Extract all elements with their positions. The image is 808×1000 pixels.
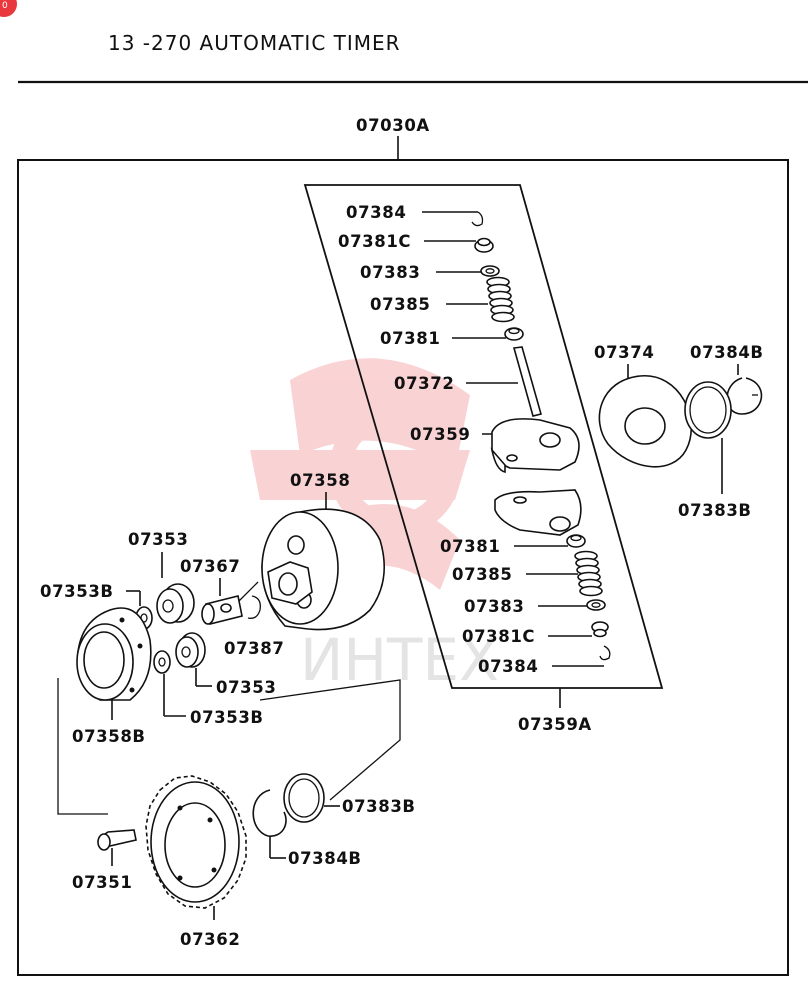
timer-small-parts: 07353 07367 07353B 07387 07353 07353B [40, 530, 284, 727]
label-07381C-bot: 07381C [462, 627, 535, 646]
page-title: 13 -270 AUTOMATIC TIMER [108, 31, 401, 55]
label-07384-top: 07384 [346, 203, 406, 222]
label-07374: 07374 [594, 343, 654, 362]
label-07383-top: 07383 [360, 263, 420, 282]
clip-07387 [247, 595, 261, 619]
label-07353B-left: 07353B [40, 582, 114, 601]
label-07383-bot: 07383 [464, 597, 524, 616]
label-07383B-right: 07383B [678, 501, 752, 520]
label-07381-bot: 07381 [440, 537, 500, 556]
governor-subassembly-frame [303, 184, 664, 689]
top-spring-stack: 07384 07381C 07383 07385 07381 07372 [338, 203, 542, 417]
label-07385-top: 07385 [370, 295, 430, 314]
bottom-spring-stack: 07381 07385 07383 07381C 07384 [440, 534, 611, 676]
gear-retainer-rings: 07383B 07384B [252, 773, 416, 868]
timing-gear: 07362 [145, 775, 247, 949]
label-07381-top: 07381 [380, 329, 440, 348]
drive-plate-group: 07374 07384B 07383B [594, 343, 764, 520]
label-07385-bot: 07385 [452, 565, 512, 584]
label-07030A: 07030A [356, 116, 430, 135]
corner-badge: 0 [0, 0, 17, 17]
bottom-spring-coil [574, 550, 603, 597]
label-07358B: 07358B [72, 727, 146, 746]
assembly-frame [17, 159, 789, 976]
governor-pin [512, 346, 542, 417]
label-07359: 07359 [410, 425, 470, 444]
label-07358: 07358 [290, 471, 350, 490]
label-07367: 07367 [180, 557, 240, 576]
governor-flyweights: 07359 [410, 418, 582, 536]
label-07353-mid: 07353 [216, 678, 276, 697]
label-07359A: 07359A [518, 715, 592, 734]
label-07381C-top: 07381C [338, 232, 411, 251]
label-07362: 07362 [180, 930, 240, 949]
label-07353-top: 07353 [128, 530, 188, 549]
label-07353B-mid: 07353B [190, 708, 264, 727]
bolt-07351: 07351 [72, 829, 137, 892]
label-07383B-bot: 07383B [342, 797, 416, 816]
timer-housing: 07358 [231, 471, 386, 631]
label-07387: 07387 [224, 639, 284, 658]
label-07372: 07372 [394, 374, 454, 393]
label-07351: 07351 [72, 873, 132, 892]
flange-hub: 07358B [72, 607, 152, 746]
label-07384-bot: 07384 [478, 657, 538, 676]
top-spring-coil [486, 276, 515, 323]
corner-badge-text: 0 [2, 1, 8, 11]
alignment-lines [57, 678, 401, 815]
label-07384B-bot: 07384B [288, 849, 362, 868]
label-07384B-right: 07384B [690, 343, 764, 362]
